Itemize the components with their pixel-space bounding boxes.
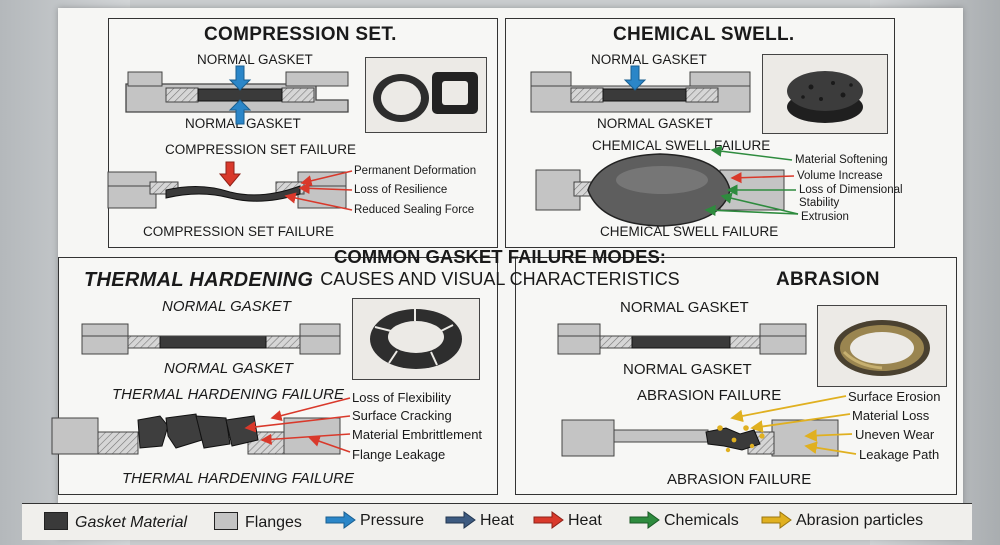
label-failure-top: COMPRESSION SET FAILURE [165, 142, 357, 157]
annotation-arrows-abrasion [730, 395, 857, 455]
photo-flat-gaskets [365, 57, 487, 133]
panel-title-compression: COMPRESSION SET. [204, 24, 397, 45]
legend-item-heat-dark: Heat [445, 511, 514, 530]
legend-item-abrasion: Abrasion particles [761, 511, 924, 530]
annotation-arrows-compression [284, 170, 353, 211]
heat-arrow-down [218, 161, 242, 187]
label-failure-top: CHEMICAL SWELL FAILURE [592, 138, 771, 153]
gasket-swatch [44, 512, 68, 530]
label-normal-bottom: NORMAL GASKET [164, 360, 293, 377]
photo-worn-gasket [817, 305, 947, 387]
legend-label: Chemicals [664, 512, 739, 529]
annotation: Permanent Deformation [354, 165, 477, 177]
heat-arrow-icon [445, 511, 476, 529]
abrasion-arrow-icon [761, 511, 792, 529]
abrasion-normal-diagram [557, 323, 807, 355]
panel-title-chemical: CHEMICAL SWELL. [613, 24, 795, 45]
label-normal-top: NORMAL GASKET [162, 298, 291, 315]
pressure-arrow-icon [325, 511, 356, 529]
annotation: Surface Erosion [848, 389, 941, 404]
panel-title-thermal: THERMAL HARDENING [84, 269, 314, 291]
legend-label: Heat [480, 512, 514, 529]
pressure-arrow-up [228, 99, 252, 125]
annotation: Uneven Wear [855, 427, 935, 442]
heat-arrow-icon [533, 511, 564, 529]
photo-cracked-gasket [352, 298, 480, 380]
swollen-gasket-drawing [787, 71, 863, 123]
chemicals-arrow-icon [629, 511, 660, 529]
label-normal-top: NORMAL GASKET [620, 299, 749, 316]
legend-item-heat-red: Heat [533, 511, 602, 530]
chemical-normal-diagram [530, 71, 751, 113]
annotation: Stability [799, 197, 840, 209]
chemical-failure-diagram [535, 153, 785, 227]
flange-swatch [214, 512, 238, 530]
annotation: Material Embrittlement [352, 427, 483, 442]
annotation: Loss of Resilience [354, 184, 448, 196]
annotation-arrows-chemical [704, 145, 799, 217]
annotation: Reduced Sealing Force [354, 204, 475, 216]
panel-compression-set [108, 18, 498, 248]
thermal-failure-diagram [51, 413, 341, 455]
annotation: Surface Cracking [352, 408, 452, 423]
legend-label: Gasket Material [75, 514, 188, 531]
label-failure-bottom: ABRASION FAILURE [667, 471, 812, 488]
label-normal-bottom: NORMAL GASKET [623, 361, 752, 378]
annotation: Material Softening [795, 154, 888, 166]
legend-label: Pressure [360, 512, 425, 529]
label-failure-bottom: CHEMICAL SWELL FAILURE [600, 224, 779, 239]
annotation: Loss of Dimensional [799, 184, 903, 196]
annotation: Flange Leakage [352, 447, 446, 462]
annotation: Extrusion [801, 211, 849, 223]
annotation: Loss of Flexibility [352, 390, 451, 405]
legend-item-flanges: Flanges [214, 512, 302, 532]
legend: Gasket Material Flanges Pressure Heat He… [22, 503, 972, 540]
worn-gasket-drawing [834, 320, 930, 376]
legend-item-gasket: Gasket Material [44, 512, 187, 532]
main-title: COMMON GASKET FAILURE MODES: [334, 246, 666, 267]
annotation-arrows-thermal [244, 397, 351, 453]
photo-swollen-gasket [762, 54, 888, 134]
compression-normal-diagram [125, 71, 349, 113]
label-normal-top: NORMAL GASKET [197, 52, 313, 67]
legend-item-pressure: Pressure [325, 511, 425, 530]
gasket-photo-drawing [373, 72, 478, 122]
label-failure-bottom: THERMAL HARDENING FAILURE [122, 470, 354, 487]
legend-item-chemicals: Chemicals [629, 511, 739, 530]
label-failure-top: ABRASION FAILURE [637, 387, 782, 404]
abrasion-failure-diagram [561, 419, 839, 457]
pressure-arrow-down [228, 65, 252, 91]
panel-title-abrasion: ABRASION [776, 269, 880, 290]
cracked-gasket-drawing [370, 308, 462, 369]
annotation: Material Loss [852, 408, 930, 423]
legend-label: Flanges [245, 514, 302, 531]
label-normal-top: NORMAL GASKET [591, 52, 707, 67]
label-normal-bottom: NORMAL GASKET [597, 116, 713, 131]
label-failure-bottom: COMPRESSION SET FAILURE [143, 224, 335, 239]
thermal-normal-diagram [81, 323, 341, 355]
pressure-arrow-down-chemical [623, 65, 647, 91]
annotation: Leakage Path [859, 447, 940, 462]
legend-label: Heat [568, 512, 602, 529]
legend-label: Abrasion particles [796, 512, 924, 529]
annotation: Volume Increase [797, 170, 883, 182]
main-subtitle: CAUSES AND VISUAL CHARACTERISTICS [320, 269, 680, 289]
label-failure-top: THERMAL HARDENING FAILURE [112, 386, 344, 403]
